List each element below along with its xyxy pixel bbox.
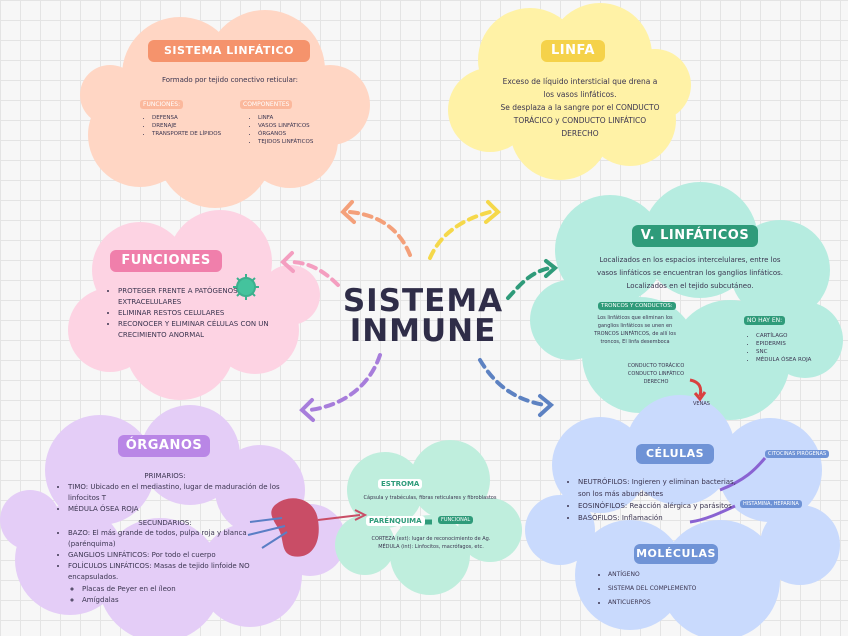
sistema-linfatico-intro: Formado por tejido conectivo reticular: — [161, 76, 298, 84]
list-item: ANTÍGENO — [608, 568, 728, 582]
list-item: Placas de Peyer en el íleon — [82, 584, 222, 595]
list-item: DRENAJE — [152, 122, 252, 130]
list-item: ÓRGANOS — [258, 130, 348, 138]
vlinfaticos-line: Localizados en el tejido subcutáneo. — [626, 282, 754, 290]
venas-label: VENAS — [693, 401, 710, 407]
conducto-text: CONDUCTO TORÁCICO CONDUCTO LINFÁTICO DER… — [627, 363, 685, 385]
sistema-linfatico-title: SISTEMA LINFÁTICO — [148, 40, 310, 62]
linfa-line: DERECHO — [561, 129, 599, 138]
troncos-label: TRONCOS Y CONDUCTOS: — [598, 302, 676, 310]
estroma-label: ESTROMA — [378, 479, 423, 489]
list-item: SNC — [756, 348, 836, 356]
histamina-tag: HISTAMINA, HEPARINA — [740, 500, 802, 508]
arrows — [280, 200, 559, 422]
funcional-label: FUNCIONAL — [438, 516, 474, 524]
primarios-list: TIMO: Ubicado en el mediastino, lugar de… — [56, 482, 298, 515]
histamina-arrow — [689, 504, 736, 524]
corteza-text: CORTEZA (ext): lugar de reconocimiento d… — [371, 536, 491, 550]
componentes-label: COMPONENTES — [240, 100, 293, 109]
list-item: TEJIDOS LINFÁTICOS — [258, 138, 348, 146]
center-title-line2: INMUNE — [349, 313, 497, 349]
list-item: EPIDERMIS — [756, 340, 836, 348]
list-item: BAZO: El más grande de todos, pulpa roja… — [68, 528, 256, 550]
celulas-title: CÉLULAS — [636, 444, 714, 464]
linfa-line: Se desplaza a la sangre por el CONDUCTO — [500, 103, 660, 112]
virus-icon — [233, 274, 259, 300]
spleen-illustration — [247, 498, 368, 557]
center-title-line1: SISTEMA — [342, 283, 504, 319]
estroma-cloud — [335, 440, 522, 595]
secundarios-list: BAZO: El más grande de todos, pulpa roja… — [56, 528, 256, 583]
venas-arrow — [689, 378, 703, 397]
vlinfaticos-line: Localizados en los espacios intercelular… — [599, 256, 781, 264]
funciones-label: FUNCIONES: — [140, 100, 184, 109]
list-item: TIMO: Ubicado en el mediastino, lugar de… — [68, 482, 298, 504]
list-item: ELIMINAR RESTOS CELULARES — [118, 308, 278, 319]
list-item: RECONOCER Y ELIMINAR CÉLULAS CON UN CREC… — [118, 319, 278, 341]
funciones-main-list: PROTEGER FRENTE A PATÓGENOS EXTRACELULAR… — [106, 286, 278, 341]
center-title: SISTEMA INMUNE — [338, 283, 508, 349]
citocinas-tag: CITOCINAS PIRÓGENAS — [765, 450, 830, 458]
moleculas-title: MOLÉCULAS — [634, 544, 718, 564]
list-item: DEFENSA — [152, 114, 252, 122]
list-item: ANTICUERPOS — [608, 596, 728, 610]
organos-title: ÓRGANOS — [118, 435, 210, 457]
list-item: MÉDULA ÓSEA ROJA — [68, 504, 298, 515]
list-item: MÉDULA ÓSEA ROJA — [756, 356, 836, 364]
list-item: NEUTRÓFILOS: Ingieren y eliminan bacteri… — [578, 476, 748, 500]
funciones-title: FUNCIONES — [110, 250, 222, 272]
funciones-list: DEFENSA DRENAJE TRANSPORTE DE LÍPIDOS — [140, 114, 252, 138]
estroma-text: Cápsula y trabéculas, fibras reticulares… — [363, 495, 497, 501]
list-item: FOLÍCULOS LINFÁTICOS: Masas de tejido li… — [68, 561, 256, 583]
citocinas-arrow — [719, 457, 767, 492]
secundarios-label: SECUNDARIOS: — [138, 519, 192, 527]
troncos-text: Los linfáticos que eliminan los ganglios… — [594, 315, 676, 345]
list-item: BASÓFILOS: Inflamación — [578, 512, 748, 524]
list-item: EOSINÓFILOS: Reacción alérgica y parásit… — [578, 500, 748, 512]
list-item: LINFA — [258, 114, 348, 122]
moleculas-list: ANTÍGENO SISTEMA DEL COMPLEMENTO ANTICUE… — [596, 568, 728, 610]
parenquima-label: PARÉNQUIMA — [366, 516, 425, 526]
no-hay-label: NO HAY EN: — [744, 316, 786, 325]
linfa-title: LINFA — [541, 40, 605, 62]
list-item: SISTEMA DEL COMPLEMENTO — [608, 582, 728, 596]
list-item: PROTEGER FRENTE A PATÓGENOS EXTRACELULAR… — [118, 286, 278, 308]
list-item: TRANSPORTE DE LÍPIDOS — [152, 130, 252, 138]
linfa-line: TORÁCICO y CONDUCTO LINFÁTICO — [513, 116, 647, 125]
vlinfaticos-text: Localizados en los espacios intercelular… — [585, 254, 795, 293]
list-item: GANGLIOS LINFÁTICOS: Por todo el cuerpo — [68, 550, 256, 561]
no-hay-list: CARTÍLAGO EPIDERMIS SNC MÉDULA ÓSEA ROJA — [744, 332, 836, 364]
linfa-line: los vasos linfáticos. — [543, 90, 617, 99]
vlinfaticos-title: V. LINFÁTICOS — [632, 225, 758, 247]
componentes-list: LINFA VASOS LINFÁTICOS ÓRGANOS TEJIDOS L… — [246, 114, 348, 146]
primarios-label: PRIMARIOS: — [144, 472, 186, 480]
list-item: Amígdalas — [82, 595, 222, 606]
list-item: VASOS LINFÁTICOS — [258, 122, 348, 130]
linfa-text: Exceso de líquido intersticial que drena… — [480, 75, 680, 140]
folículos-sublist: Placas de Peyer en el íleon Amígdalas — [70, 584, 222, 606]
linfa-line: Exceso de líquido intersticial que drena… — [502, 77, 658, 86]
vlinfaticos-line: vasos linfáticos se encuentran los gangl… — [596, 269, 784, 277]
list-item: CARTÍLAGO — [756, 332, 836, 340]
celulas-list: NEUTRÓFILOS: Ingieren y eliminan bacteri… — [566, 476, 748, 524]
